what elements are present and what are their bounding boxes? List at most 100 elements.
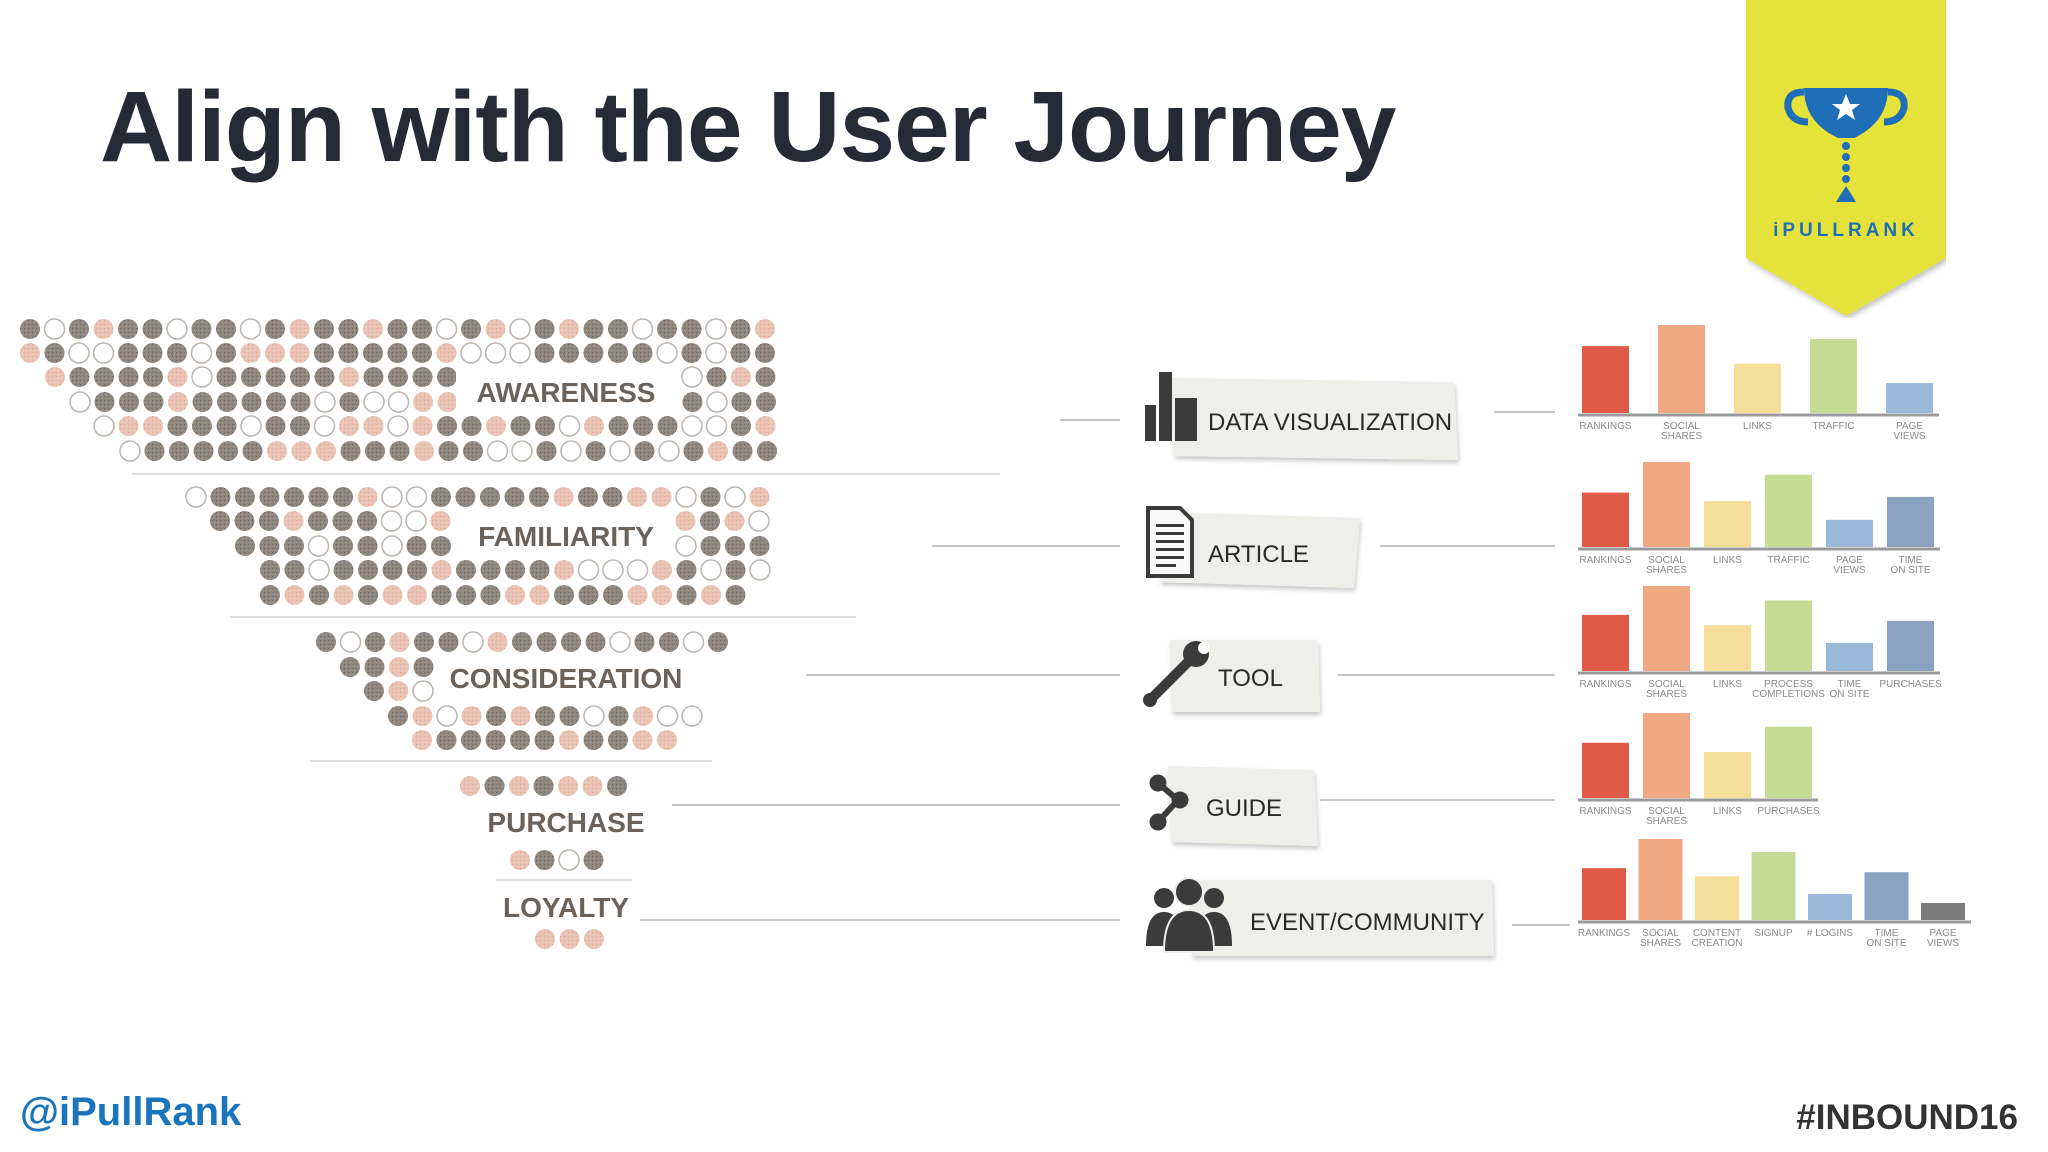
funnel-dot bbox=[558, 415, 581, 437]
chart-bar bbox=[1765, 726, 1812, 798]
funnel-dot bbox=[143, 392, 164, 412]
funnel-dot bbox=[259, 536, 280, 556]
funnel-dot bbox=[266, 392, 286, 412]
funnel-dot bbox=[260, 560, 280, 580]
funnel-dot bbox=[511, 440, 533, 462]
funnel-dot bbox=[405, 510, 427, 532]
funnel-dot bbox=[316, 441, 336, 461]
funnel-dot bbox=[708, 441, 728, 461]
funnel-dot bbox=[436, 343, 457, 363]
funnel-dot bbox=[284, 487, 304, 507]
chart-bar-label: TIME bbox=[1875, 928, 1899, 939]
funnel-dot bbox=[529, 560, 550, 580]
wrench-icon bbox=[1143, 641, 1210, 707]
funnel-dot bbox=[316, 632, 336, 652]
funnel-dot bbox=[143, 367, 163, 387]
funnel-dot bbox=[283, 511, 304, 531]
funnel-dot bbox=[536, 632, 557, 652]
funnel-dot bbox=[218, 441, 238, 461]
funnel-dot bbox=[363, 416, 384, 436]
funnel-dot bbox=[558, 849, 580, 871]
funnel-dot bbox=[216, 343, 236, 363]
funnel-dot bbox=[460, 342, 482, 364]
content-card-guide: GUIDE bbox=[1149, 766, 1318, 846]
funnel-dot bbox=[584, 416, 604, 436]
funnel-dot bbox=[365, 441, 385, 461]
funnel-dot bbox=[755, 367, 776, 387]
funnel-dot bbox=[405, 486, 428, 508]
funnel-dot bbox=[339, 416, 359, 436]
funnel-dot bbox=[364, 657, 385, 677]
chart-bar bbox=[1643, 462, 1690, 547]
funnel-dot bbox=[436, 705, 458, 727]
funnel-dot bbox=[20, 343, 40, 363]
chart-bar-label: CONTENT bbox=[1693, 928, 1741, 939]
funnel-dot bbox=[463, 441, 483, 461]
funnel-dot bbox=[438, 441, 459, 461]
chart-bar-label: SHARES bbox=[1661, 431, 1702, 442]
chart-bar-label: PURCHASES bbox=[1757, 806, 1820, 817]
funnel-dot bbox=[291, 441, 312, 461]
funnel-dot bbox=[167, 367, 188, 387]
funnel-dot bbox=[676, 560, 697, 580]
funnel-dot bbox=[314, 319, 334, 339]
funnel-dot bbox=[388, 681, 409, 701]
stage-labels: AWARENESS FAMILIARITY CONSIDERATION PURC… bbox=[436, 368, 698, 923]
funnel-dot bbox=[308, 559, 330, 581]
chart-bar-label: PAGE bbox=[1929, 928, 1956, 939]
funnel-dot bbox=[242, 441, 263, 461]
funnel-dot bbox=[504, 487, 525, 507]
funnel-dot bbox=[682, 631, 705, 653]
funnel-dot bbox=[561, 632, 581, 652]
funnel-dot bbox=[725, 560, 746, 580]
funnel-dot bbox=[656, 705, 679, 727]
funnel-dot bbox=[333, 560, 354, 580]
funnel-dot bbox=[656, 342, 678, 364]
chart-bar-label: VIEWS bbox=[1927, 938, 1960, 949]
funnel-dot bbox=[118, 319, 138, 339]
funnel-dot bbox=[706, 367, 727, 387]
chart-bar bbox=[1582, 614, 1629, 671]
funnel-dot bbox=[118, 416, 139, 436]
funnel-dot bbox=[505, 585, 525, 605]
funnel-dot bbox=[602, 487, 623, 507]
funnel-dot bbox=[584, 929, 604, 949]
funnel-dot bbox=[363, 343, 383, 363]
chart-bar-label: PURCHASES bbox=[1879, 679, 1942, 690]
funnel-dot bbox=[583, 850, 604, 870]
chart-bar-label: SHARES bbox=[1646, 689, 1687, 700]
funnel-dot bbox=[357, 487, 378, 507]
funnel-dot bbox=[657, 319, 677, 339]
funnel-dot bbox=[191, 366, 213, 388]
funnel-dot bbox=[706, 391, 728, 413]
funnel-dot bbox=[338, 343, 359, 363]
chart-bar-label: ON SITE bbox=[1829, 689, 1869, 700]
funnel-dot bbox=[235, 536, 255, 556]
funnel-dot bbox=[632, 730, 653, 750]
chart-bar-label: VIEWS bbox=[1893, 431, 1926, 442]
funnel-dots bbox=[20, 318, 777, 949]
funnel-dot bbox=[185, 486, 207, 508]
funnel-dot bbox=[724, 486, 746, 508]
funnel-dot bbox=[436, 730, 457, 750]
funnel-dot bbox=[144, 441, 165, 461]
content-card-tool: TOOL bbox=[1143, 640, 1320, 712]
chart-bar-label: PROCESS bbox=[1764, 679, 1813, 690]
chart-bar bbox=[1704, 501, 1751, 547]
funnel-dot bbox=[529, 487, 549, 507]
twitter-handle[interactable]: @iPullRank bbox=[20, 1090, 242, 1134]
funnel-dot bbox=[313, 415, 336, 437]
chart-bar-label: LINKS bbox=[1713, 806, 1742, 817]
funnel-dot bbox=[308, 487, 329, 507]
funnel-dot bbox=[633, 416, 653, 436]
funnel-dot bbox=[756, 392, 776, 412]
funnel-dot bbox=[730, 319, 751, 339]
funnel-dot bbox=[559, 929, 580, 949]
funnel-dot bbox=[560, 440, 582, 462]
chart-bar-label: TIME bbox=[1899, 555, 1923, 566]
funnel-dot bbox=[169, 441, 189, 461]
chart-bar bbox=[1751, 851, 1796, 920]
funnel-dot bbox=[387, 415, 409, 437]
chart-bar bbox=[1864, 872, 1909, 920]
